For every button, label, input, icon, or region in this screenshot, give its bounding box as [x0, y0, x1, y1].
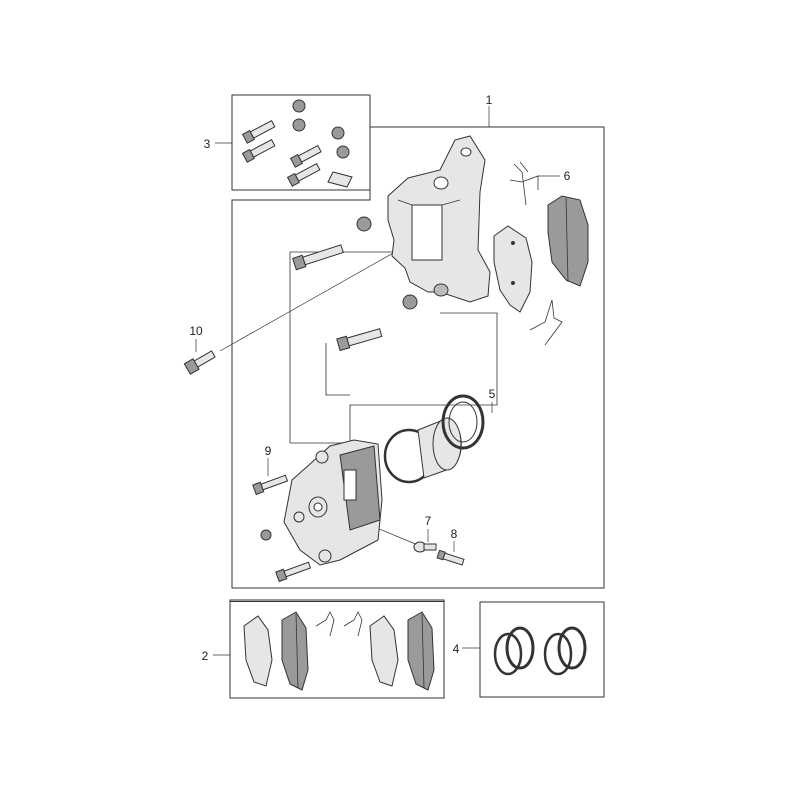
bolt-kit-parts	[241, 99, 353, 188]
pad-clip-upper	[509, 161, 539, 206]
pad-kit-parts	[243, 611, 435, 691]
frame-seal-kit	[479, 601, 605, 698]
frame-bolt-kit	[231, 94, 371, 191]
caliper-housing	[283, 439, 383, 566]
piston	[417, 417, 462, 479]
housing-bolt-upper	[252, 474, 289, 496]
callout-7: 7	[425, 514, 432, 528]
callout-4: 4	[453, 642, 460, 656]
housing-bolt-lower	[275, 561, 312, 583]
callout-1: 1	[486, 93, 493, 107]
callout-6: 6	[564, 169, 571, 183]
brake-pad-outer	[547, 195, 589, 287]
pad-clip-lower	[529, 299, 563, 346]
banjo-fitting	[413, 541, 437, 553]
guide-pin	[336, 294, 418, 352]
dust-boot	[441, 394, 485, 450]
frame-pad-kit	[229, 599, 445, 699]
housing-bleeder-cap	[260, 511, 305, 541]
callout-10: 10	[189, 324, 203, 338]
callout-2: 2	[202, 649, 209, 663]
callout-5: 5	[489, 387, 496, 401]
caliper-bracket	[387, 135, 491, 303]
frame-main-assembly	[231, 126, 605, 589]
callout-9: 9	[265, 444, 272, 458]
callout-3: 3	[204, 137, 211, 151]
bleeder-screw	[436, 549, 465, 566]
bracket-bolt	[292, 216, 372, 271]
seal-kit-parts	[493, 626, 587, 676]
brake-pad-inner	[493, 225, 533, 313]
mounting-bolt	[183, 350, 216, 375]
callout-8: 8	[451, 527, 458, 541]
